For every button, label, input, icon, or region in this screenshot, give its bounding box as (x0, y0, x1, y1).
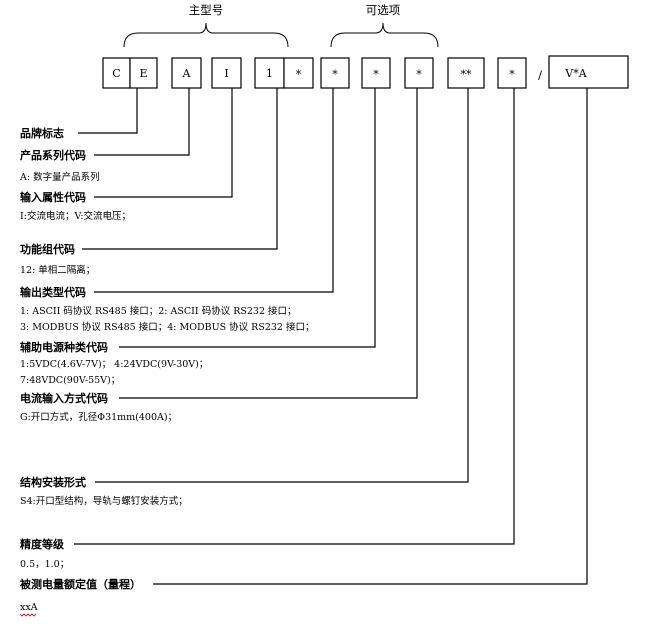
svg-text:A: A (182, 67, 192, 80)
field-desc-series: A: 数字量产品系列 (19, 171, 100, 183)
field-title-brand: 品牌标志 (20, 126, 64, 140)
main-model-label: 主型号 (189, 3, 224, 17)
connector-series (94, 88, 190, 156)
code-box-7: * (361, 57, 391, 89)
connector-structure (95, 88, 469, 483)
svg-text:V*A: V*A (564, 67, 587, 80)
connector-input (94, 88, 233, 198)
code-box-2: A (171, 57, 202, 89)
field-desc-aux-power-line1: 1:5VDC(4.6V-7V)； 4:24VDC(9V-30V)； (20, 359, 208, 370)
optional-brace (330, 22, 439, 48)
code-box-4: 1 (254, 57, 285, 89)
svg-text:C: C (112, 67, 120, 80)
connector-function (82, 88, 278, 250)
code-box-6: * (320, 57, 350, 89)
connector-accuracy (74, 88, 515, 545)
svg-text:*: * (332, 68, 338, 81)
svg-text:1: 1 (266, 67, 273, 80)
field-title-series: 产品系列代码 (20, 148, 86, 162)
field-desc-structure: S4:开口型结构，导轨与螺钉安装方式； (20, 495, 188, 507)
main-model-brace (123, 22, 289, 48)
spellcheck-underline (19, 613, 37, 617)
code-box-8: * (404, 57, 434, 89)
field-title-accuracy: 精度等级 (20, 537, 65, 551)
code-box-0: C (102, 57, 131, 89)
field-title-range: 被测电量额定值（量程） (20, 577, 141, 591)
code-box-5: * (283, 57, 314, 89)
field-desc-function: 12: 单相二隔离； (20, 264, 95, 276)
field-desc-output-line1: 1: ASCII 码协议 RS485 接口；2: ASCII 码协议 RS232… (20, 305, 297, 317)
connector-aux-power (119, 88, 376, 348)
field-title-input: 输入属性代码 (20, 190, 86, 204)
field-desc-range: xxA (20, 602, 38, 613)
unit-box: V*A (548, 55, 629, 89)
svg-text:*: * (296, 68, 302, 81)
code-box-10: * (497, 57, 527, 89)
field-title-aux-power: 辅助电源种类代码 (20, 340, 108, 354)
field-desc-input: I:交流电流；V:交流电压； (20, 210, 131, 222)
code-box-3: I (211, 57, 242, 89)
code-box-9: ** (447, 57, 485, 89)
connector-range (153, 88, 588, 585)
svg-text:I: I (224, 67, 228, 80)
svg-text:*: * (509, 68, 515, 81)
field-title-current-input: 电流输入方式代码 (20, 391, 108, 405)
svg-text:*: * (373, 68, 379, 81)
field-desc-current-input: G:开口方式，孔径Φ31mm(400A)； (20, 411, 177, 423)
field-title-function: 功能组代码 (20, 242, 75, 256)
code-box-1: E (129, 57, 158, 89)
svg-text:**: ** (461, 68, 473, 81)
field-desc-output-line2: 3: MODBUS 协议 RS485 接口；4: MODBUS 协议 RS232… (20, 321, 315, 333)
field-desc-accuracy: 0.5，1.0； (20, 559, 69, 570)
connector-brand (78, 88, 138, 134)
field-title-output: 输出类型代码 (20, 285, 86, 299)
optional-label: 可选项 (366, 3, 401, 17)
svg-text:*: * (416, 68, 422, 81)
field-desc-aux-power-line2: 7:48VDC(90V-55V)； (20, 375, 120, 386)
connector-output (94, 88, 334, 293)
connector-current-input (119, 88, 418, 399)
slash-separator: / (538, 68, 542, 82)
svg-text:E: E (139, 67, 147, 80)
field-title-structure: 结构安装形式 (19, 475, 86, 489)
